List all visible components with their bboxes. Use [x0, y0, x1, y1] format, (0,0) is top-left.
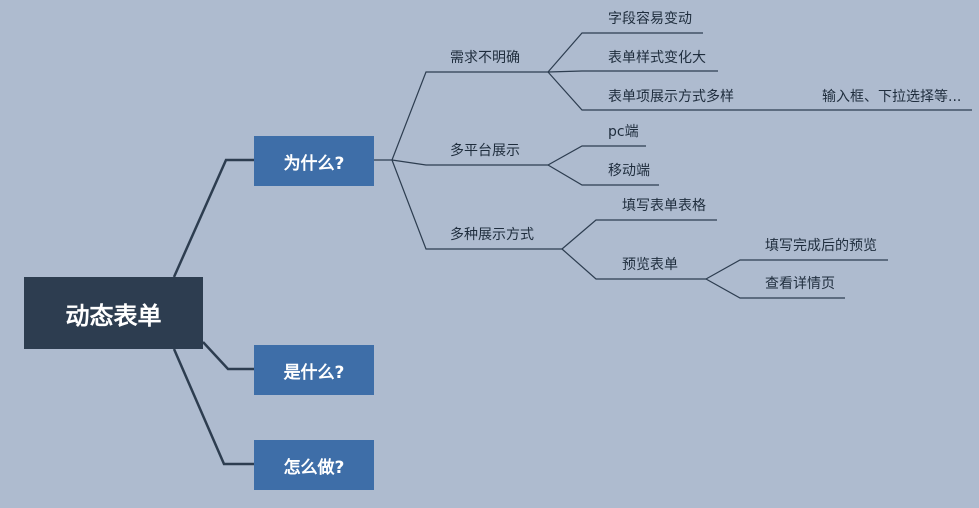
node-mobile[interactable]: 移动端	[608, 163, 650, 179]
connector-platform-pc	[547, 145, 646, 166]
branch-why[interactable]: 为什么?	[254, 136, 374, 186]
node-multi-platform[interactable]: 多平台展示	[450, 143, 520, 159]
connector-root-how	[172, 348, 254, 466]
connector-unclear-display	[547, 71, 972, 111]
connector-root-why	[172, 158, 254, 278]
root-node[interactable]: 动态表单	[24, 277, 203, 349]
node-preview-after-fill[interactable]: 填写完成后的预览	[765, 238, 877, 254]
node-preview-form[interactable]: 预览表单	[622, 257, 678, 273]
connector-root-what	[202, 341, 254, 371]
node-field-change[interactable]: 字段容易变动	[608, 11, 692, 27]
branch-how[interactable]: 怎么做?	[254, 440, 374, 490]
node-multi-display[interactable]: 多种展示方式	[450, 227, 534, 243]
node-style-change[interactable]: 表单样式变化大	[608, 50, 706, 66]
node-fill-form[interactable]: 填写表单表格	[622, 198, 706, 214]
connector-preview-fill	[705, 259, 888, 280]
node-unclear-requirement[interactable]: 需求不明确	[450, 50, 520, 66]
connector-preview-detail	[705, 278, 845, 299]
branch-what[interactable]: 是什么?	[254, 345, 374, 395]
connector-unclear-style	[547, 70, 718, 73]
connector-display-fill	[561, 219, 717, 250]
node-display-ways[interactable]: 表单项展示方式多样	[608, 89, 734, 105]
connector-display-preview	[561, 248, 706, 280]
node-view-detail[interactable]: 查看详情页	[765, 276, 835, 292]
connector-unclear-field	[547, 32, 703, 73]
connector-platform-mobile	[547, 164, 659, 186]
node-pc[interactable]: pc端	[608, 124, 639, 140]
node-display-ways-detail[interactable]: 输入框、下拉选择等...	[822, 89, 962, 105]
connector-why-platform	[391, 159, 548, 166]
connector-why-display	[391, 159, 562, 250]
connector-why-unclear	[391, 71, 548, 161]
